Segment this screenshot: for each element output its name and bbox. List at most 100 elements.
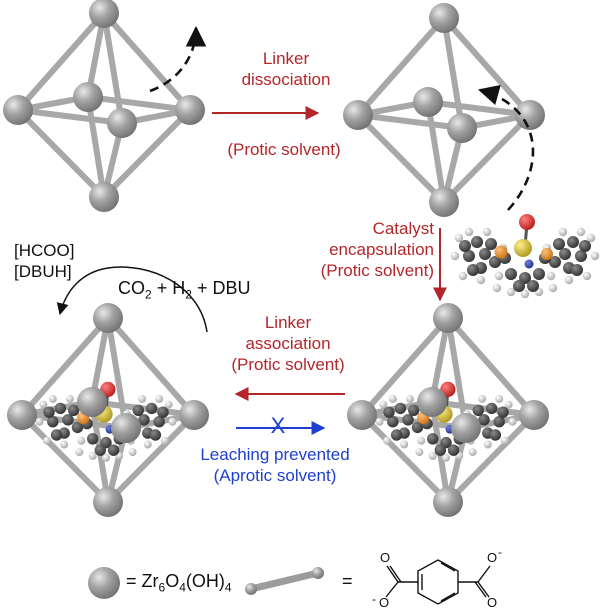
linker-rod bbox=[355, 112, 465, 131]
plus-sign-1: + bbox=[156, 278, 168, 298]
zr-node bbox=[413, 87, 443, 117]
hydrogen-atom bbox=[164, 400, 173, 409]
zr-node bbox=[347, 400, 377, 430]
carbon-atom bbox=[94, 444, 107, 456]
hydrogen-atom bbox=[102, 453, 110, 462]
zr-subscript: 6 bbox=[158, 580, 166, 595]
hydrogen-atom bbox=[476, 275, 486, 285]
zr-node bbox=[417, 387, 447, 417]
zr-node-formula: = Zr6O4(OH)4 bbox=[126, 571, 232, 599]
carbon-atom bbox=[62, 414, 74, 426]
carbon-atom bbox=[489, 429, 502, 441]
zr-node bbox=[3, 95, 33, 125]
carbon-atom bbox=[489, 256, 501, 268]
hydrogen-atom bbox=[576, 227, 586, 237]
carbon-atom bbox=[43, 406, 55, 418]
carbon-atom bbox=[411, 421, 424, 434]
carbon-atom bbox=[138, 414, 150, 426]
leaching-prevented-condition: (Aprotic solvent) bbox=[213, 466, 337, 485]
carbon-atom bbox=[467, 264, 479, 276]
carboxylate-o-bottom-right: O bbox=[487, 595, 498, 610]
zr-node bbox=[89, 182, 119, 212]
carbon-atom bbox=[463, 250, 475, 262]
mof-cage-intact bbox=[3, 0, 205, 212]
product-label: [HCOO] [DBUH] bbox=[14, 240, 74, 282]
carbon-atom bbox=[157, 406, 169, 418]
carbon-atom bbox=[107, 444, 120, 456]
hydrogen-atom bbox=[415, 448, 424, 457]
zr-node bbox=[179, 400, 209, 430]
carbon-atom bbox=[513, 280, 525, 292]
oh-subscript: 4 bbox=[224, 580, 232, 595]
h2-text: H bbox=[172, 278, 186, 298]
linker-rod-legend-icon bbox=[245, 567, 324, 595]
hydrogen-atom bbox=[168, 417, 177, 426]
hydrogen-atom bbox=[586, 233, 596, 243]
carbon-atom bbox=[383, 406, 395, 418]
co2-subscript: 2 bbox=[145, 287, 152, 302]
zr-node bbox=[343, 100, 373, 130]
carboxylate-o-top-left: O bbox=[380, 550, 391, 565]
dbuh-ion: [DBUH] bbox=[14, 262, 72, 281]
linker-dissociation-label: Linker dissociation bbox=[226, 48, 346, 90]
zr-node bbox=[429, 3, 459, 33]
carbon-atom bbox=[479, 248, 491, 260]
hydrogen-atom bbox=[155, 394, 164, 403]
hydrogen-atom bbox=[500, 436, 509, 445]
carbon-atom bbox=[575, 250, 587, 262]
catalytic-cycle-arrow bbox=[56, 266, 208, 333]
hydrogen-atom bbox=[428, 451, 437, 460]
carboxylate-o-bottom-left: O bbox=[379, 595, 390, 610]
o-subscript: 4 bbox=[179, 580, 186, 595]
phosphorus-atom bbox=[541, 248, 553, 260]
linker-rod bbox=[359, 315, 451, 418]
carbon-atom bbox=[571, 264, 583, 276]
carbon-atom bbox=[549, 256, 561, 268]
linker-rod bbox=[105, 315, 129, 431]
catalyst-molecule bbox=[450, 214, 600, 299]
carbon-atom bbox=[145, 402, 158, 415]
mof-cage-open bbox=[343, 3, 545, 217]
zr-node bbox=[451, 413, 481, 443]
carbon-atom bbox=[149, 429, 162, 441]
carbon-atom bbox=[471, 236, 483, 248]
hydrogen-atom bbox=[504, 400, 513, 409]
carbon-atom bbox=[47, 416, 59, 428]
carboxylate-o-top-right: O bbox=[487, 550, 498, 565]
linker-dissociation-line1: Linker bbox=[262, 49, 310, 68]
hydrogen-atom bbox=[482, 227, 492, 237]
linker-rod bbox=[105, 412, 197, 505]
carbon-atom bbox=[68, 404, 80, 416]
hydrogen-atom bbox=[442, 453, 450, 462]
linker-rod bbox=[355, 15, 447, 118]
carbon-atom bbox=[434, 444, 446, 456]
node-equals: = bbox=[126, 571, 137, 591]
mof-cage-catalyst-encapsulated bbox=[347, 303, 549, 517]
formate-ion: [HCOO] bbox=[14, 241, 75, 260]
linker-exit-arrow bbox=[149, 25, 207, 93]
co2-text: CO bbox=[118, 278, 145, 298]
zr-node bbox=[107, 108, 137, 138]
carbon-atom bbox=[553, 238, 565, 250]
linker-rod bbox=[85, 94, 107, 200]
carbon-atom bbox=[153, 416, 165, 428]
hydrogen-atom bbox=[468, 448, 477, 457]
carbon-atom bbox=[497, 406, 509, 418]
catalyst-encapsulation-line2: encapsulation bbox=[329, 240, 434, 259]
hydrogen-atom bbox=[65, 394, 74, 403]
hydrogen-atom bbox=[160, 436, 169, 445]
hydrogen-atom bbox=[128, 448, 137, 457]
linker-rod bbox=[355, 112, 447, 205]
hydrogen-atom bbox=[546, 271, 556, 281]
nitrogen-atom bbox=[524, 259, 534, 269]
hydrogen-atom bbox=[379, 400, 388, 409]
linker-rod bbox=[19, 412, 111, 505]
catalyst-entry-arrow bbox=[477, 84, 535, 211]
linker-rod bbox=[19, 315, 111, 418]
linker-rod bbox=[425, 99, 447, 205]
carbon-atom bbox=[567, 236, 579, 248]
plus-sign-2: + bbox=[196, 278, 208, 298]
zr-node bbox=[7, 400, 37, 430]
linker-rod bbox=[445, 315, 537, 418]
